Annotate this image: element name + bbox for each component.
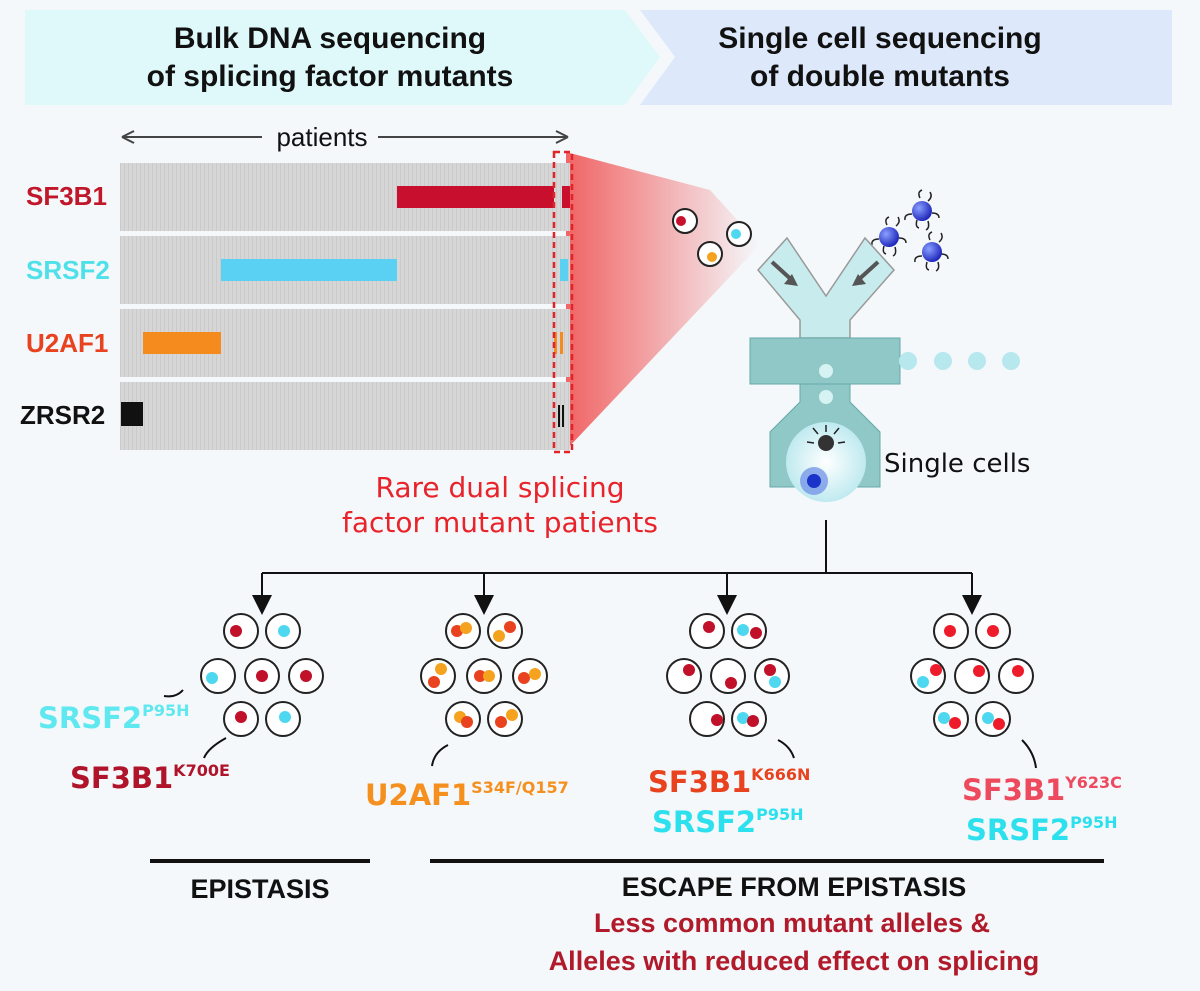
escape-sub2: Alleles with reduced effect on splicing: [549, 946, 1040, 976]
sf3b1-bar: [397, 186, 554, 208]
patients-label: patients: [276, 122, 367, 152]
srsf2-bar: [221, 259, 397, 281]
allele-label-2a: U2AF1S34F/Q157: [365, 778, 569, 812]
row-zrsr2-bg: [120, 382, 570, 450]
zrsr2-bar: [121, 402, 143, 426]
escape-label: ESCAPE FROM EPISTASIS: [622, 872, 967, 902]
escape-sub1: Less common mutant alleles &: [594, 908, 990, 938]
u2af1-bar: [143, 332, 221, 354]
rare-note-line2: factor mutant patients: [342, 506, 658, 539]
footer: EPISTASIS ESCAPE FROM EPISTASIS Less com…: [150, 859, 1104, 976]
cluster-group-2: [420, 613, 548, 737]
zrsr2-dual-bar-1: [558, 405, 560, 427]
gene-label-srsf2: SRSF2: [26, 255, 110, 285]
u2af1-dual-bar-1: [554, 332, 557, 354]
cluster-group-3: [666, 613, 790, 737]
header-left-line1: Bulk DNA sequencing: [174, 22, 486, 55]
gene-label-sf3b1: SF3B1: [26, 181, 107, 211]
srsf2-dual-bar: [560, 259, 568, 281]
input-patient-cells: [672, 208, 752, 267]
zrsr2-dual-bar-2: [562, 405, 564, 427]
zoom-cone: [566, 152, 760, 450]
allele-labels: SRSF2P95H SF3B1K700E U2AF1S34F/Q157 SF3B…: [38, 701, 1122, 847]
dual-mutant-highlight: [552, 150, 574, 454]
single-cells-label: Single cells: [884, 449, 1030, 479]
microfluidic-device: [749, 236, 1020, 502]
header-right-line2: of double mutants: [750, 60, 1010, 93]
branch-tree: [252, 520, 982, 615]
allele-label-1a: SRSF2P95H: [38, 701, 189, 735]
cluster-group-1: [200, 613, 324, 737]
gene-label-u2af1: U2AF1: [26, 328, 108, 358]
sf3b1-dual-bar: [562, 186, 570, 208]
cluster-group-4: [910, 613, 1034, 737]
mutation-matrix: SF3B1 SRSF2 U2AF1 ZRSR2: [20, 150, 574, 454]
allele-label-1b: SF3B1K700E: [70, 761, 230, 795]
gene-label-zrsr2: ZRSR2: [20, 400, 105, 430]
header-left-line2: of splicing factor mutants: [147, 60, 514, 93]
rare-note-line1: Rare dual splicing: [376, 471, 625, 504]
u2af1-dual-bar-2: [560, 332, 563, 354]
allele-label-3a: SF3B1K666N: [648, 765, 810, 799]
barcoded-beads: [871, 189, 949, 272]
allele-label-3b: SRSF2P95H: [652, 805, 803, 839]
header-right-banner: Single cell sequencing of double mutants: [640, 10, 1172, 105]
allele-label-4b: SRSF2P95H: [966, 813, 1117, 847]
patients-axis: patients: [121, 122, 569, 152]
epistasis-label: EPISTASIS: [190, 874, 329, 904]
header-left-banner: Bulk DNA sequencing of splicing factor m…: [25, 10, 660, 105]
header-right-line1: Single cell sequencing: [718, 22, 1041, 55]
allele-label-4a: SF3B1Y623C: [962, 773, 1122, 807]
label-connectors: [163, 689, 1037, 769]
